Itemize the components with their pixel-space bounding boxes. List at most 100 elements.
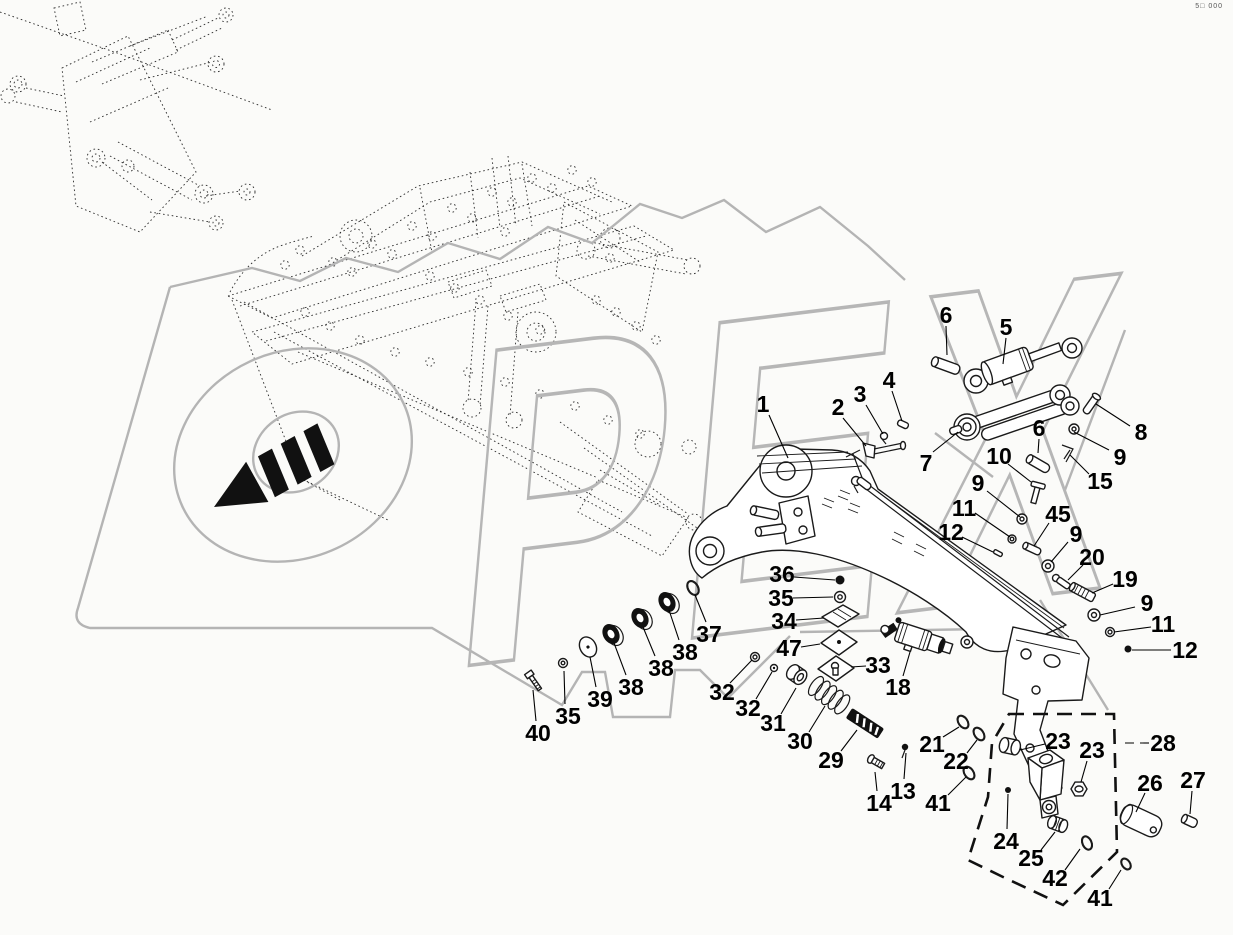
- callout-31: 31: [760, 710, 786, 736]
- plate-34: [821, 604, 860, 628]
- callout-35: 35: [768, 585, 794, 611]
- callout-38: 38: [648, 655, 674, 681]
- callout-23: 23: [1079, 737, 1105, 763]
- callout-19: 19: [1112, 566, 1138, 592]
- direction-arrow-icon: [214, 423, 335, 507]
- nut-23: [1070, 781, 1088, 797]
- leader-line-38: [668, 609, 680, 641]
- leader-line-7: [932, 431, 959, 453]
- leader-line-21: [942, 726, 960, 738]
- ghost-bolt: [547, 183, 557, 193]
- callout-22: 22: [943, 748, 969, 774]
- ghost-bolt: [603, 415, 613, 425]
- ghost-bolt: [487, 187, 497, 197]
- ball-12: [1124, 645, 1132, 653]
- ghost-bolt: [567, 165, 577, 175]
- leader-line-47: [800, 643, 821, 648]
- ghost-boom-assembly-top-left: [0, 1, 273, 233]
- callout-45: 45: [1045, 501, 1071, 527]
- leader-line-3: [865, 404, 884, 435]
- ghost-bolt: [635, 429, 645, 439]
- leader-line-29: [840, 729, 858, 752]
- leader-line-41: [1108, 869, 1122, 890]
- callout-24: 24: [993, 828, 1019, 854]
- clevis-block: [1027, 749, 1065, 819]
- callout-32: 32: [709, 679, 735, 705]
- callout-35: 35: [555, 703, 581, 729]
- leader-line-9: [1099, 606, 1136, 616]
- ghost-bolt: [587, 177, 597, 187]
- pin-12: [992, 549, 1004, 558]
- leader-line-37: [694, 594, 707, 623]
- callout-36: 36: [769, 561, 795, 587]
- callout-14: 14: [866, 790, 892, 816]
- callout-6: 6: [1033, 415, 1046, 441]
- leader-line-9: [986, 490, 1021, 518]
- bolt-3: [879, 431, 889, 441]
- bolt-40: [523, 669, 543, 692]
- ghost-bolt: [325, 321, 335, 331]
- bracket-part-29: [846, 708, 884, 738]
- leader-line-23: [1019, 743, 1046, 751]
- leader-line-35: [563, 670, 566, 705]
- oring-21: [956, 714, 970, 730]
- lower-small-parts: [866, 714, 986, 781]
- callout-23: 23: [1045, 728, 1071, 754]
- cylinder-part-18: [880, 617, 954, 655]
- link-bars-part-7: [948, 384, 1080, 441]
- ghost-bolt: [507, 197, 517, 207]
- grommet-38: [631, 607, 653, 631]
- callout-42: 42: [1042, 865, 1068, 891]
- callout-34: 34: [771, 608, 797, 634]
- pin-26: [1119, 803, 1163, 838]
- pin-4: [896, 419, 910, 430]
- ghost-bolt: [367, 239, 377, 249]
- ghost-bolt: [535, 389, 545, 399]
- ghost-bolt: [500, 377, 510, 387]
- callout-7: 7: [920, 450, 933, 476]
- pin-10: [1030, 480, 1046, 505]
- leader-line-11: [1113, 626, 1152, 633]
- callout-9: 9: [1070, 521, 1083, 547]
- leader-line-15: [1069, 454, 1090, 475]
- bolt-14: [866, 754, 886, 770]
- callout-41: 41: [925, 790, 951, 816]
- ball-pin-13: [901, 743, 909, 751]
- leader-line-34: [795, 617, 825, 621]
- knurled-pin-19: [1068, 581, 1097, 603]
- callout-15: 15: [1087, 468, 1113, 494]
- leader-line-2: [842, 417, 867, 447]
- pin-20: [1051, 573, 1071, 590]
- leader-line-9: [1073, 431, 1110, 451]
- callout-40: 40: [525, 720, 551, 746]
- leader-line-23: [1080, 760, 1088, 783]
- ghost-bolt: [407, 221, 417, 231]
- small-parts-2-3-4: [862, 419, 910, 459]
- bushing-23: [998, 736, 1022, 756]
- callout-8: 8: [1135, 419, 1148, 445]
- ghost-bolt: [427, 231, 437, 241]
- leader-line-10: [1007, 463, 1032, 483]
- leader-line-33: [850, 665, 867, 668]
- leader-line-27: [1189, 790, 1193, 815]
- oring-42: [1080, 835, 1094, 851]
- callout-47: 47: [776, 635, 802, 661]
- callout-39: 39: [587, 686, 613, 712]
- callout-11: 11: [1151, 611, 1176, 637]
- callout-9: 9: [972, 470, 985, 496]
- callout-20: 20: [1079, 544, 1105, 570]
- leader-line-6: [945, 325, 948, 356]
- leader-line-12: [961, 536, 994, 553]
- callout-32: 32: [735, 695, 761, 721]
- ghost-bolt: [651, 335, 661, 345]
- ghost-bolt: [503, 311, 513, 321]
- oring-41: [1120, 857, 1132, 871]
- ghost-bolt: [355, 335, 365, 345]
- leader-line-8: [1095, 403, 1131, 427]
- callout-29: 29: [818, 747, 844, 773]
- ghost-bolt: [475, 295, 485, 305]
- leader-line-24: [1006, 793, 1009, 830]
- oring-37: [686, 579, 700, 597]
- pin-24: [1005, 787, 1011, 793]
